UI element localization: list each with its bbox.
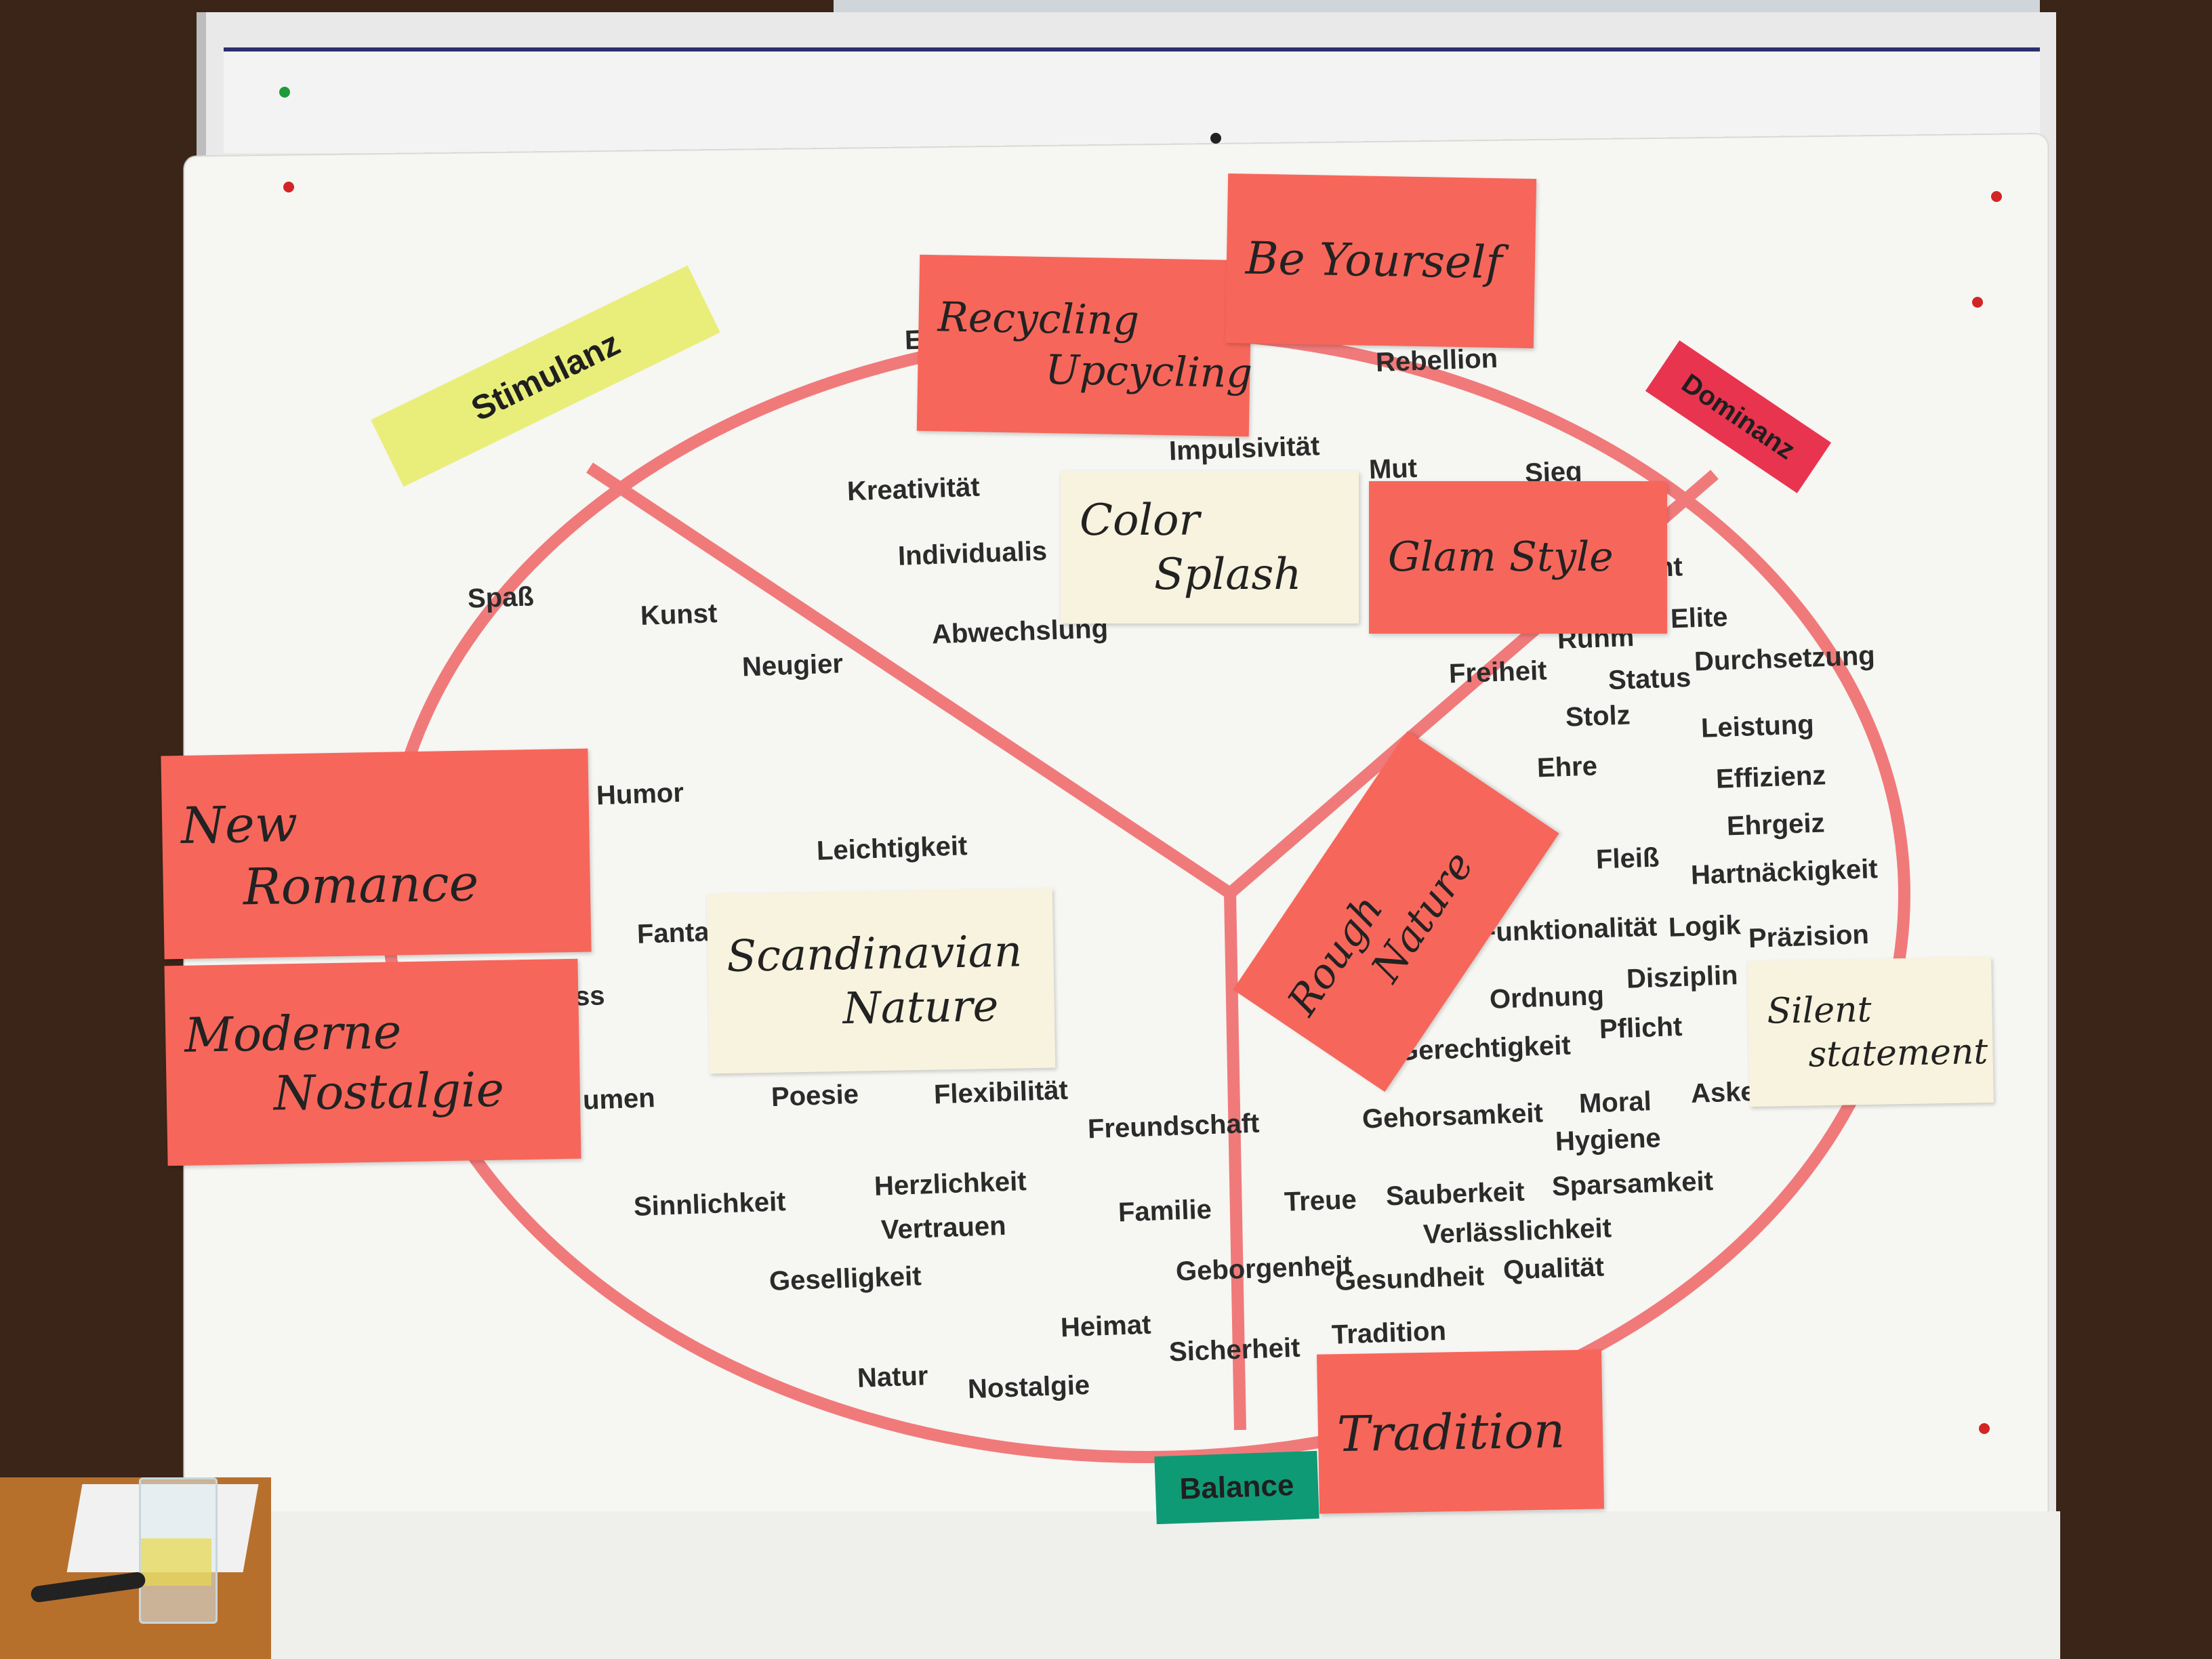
note-scandinavian-nature: Scandinavian Nature — [706, 888, 1056, 1074]
word: Freiheit — [1448, 655, 1548, 689]
word: Elite — [1670, 602, 1729, 634]
word: Flexibilität — [933, 1075, 1069, 1110]
word: Tradition — [1331, 1316, 1447, 1350]
word: umen — [582, 1083, 656, 1115]
divider-bottom — [1224, 893, 1246, 1431]
word: Kreativität — [846, 472, 981, 507]
word: Pflicht — [1599, 1011, 1683, 1045]
word: Vertrauen — [880, 1210, 1007, 1246]
word: Gerechtigkeit — [1397, 1030, 1572, 1067]
note-line: Be Yourself — [1245, 232, 1503, 289]
note-line: New — [180, 794, 298, 855]
word: Effizienz — [1715, 760, 1826, 794]
word: Nostalgie — [967, 1370, 1090, 1405]
word: Heimat — [1060, 1309, 1152, 1343]
note-line: Silent — [1766, 989, 1872, 1032]
flipchart-top-sheet — [224, 47, 2040, 153]
note-be-yourself: Be Yourself — [1225, 173, 1537, 348]
note-line: Moderne — [184, 1004, 402, 1063]
pin-green — [279, 87, 290, 98]
note-line: Nostalgie — [273, 1061, 505, 1122]
pin-red — [283, 182, 294, 192]
word: Natur — [857, 1361, 929, 1393]
word: Neugier — [741, 649, 844, 682]
note-color-splash: Color Splash — [1061, 471, 1359, 623]
word: Sparsamkeit — [1551, 1166, 1714, 1202]
word: Logik — [1668, 910, 1742, 943]
word: Geborgenheit — [1175, 1250, 1353, 1287]
word: Ordnung — [1489, 981, 1605, 1015]
word: Familie — [1118, 1194, 1212, 1228]
note-line: Scandinavian — [726, 926, 1023, 982]
pin-red — [1972, 297, 1983, 308]
word: Ehrgeiz — [1726, 808, 1826, 842]
word: Hartnäckigkeit — [1690, 854, 1879, 890]
word: Durchsetzung — [1694, 640, 1876, 677]
word: Fleiß — [1595, 842, 1660, 875]
word: Präzision — [1748, 919, 1870, 954]
note-line: Upcycling — [1044, 346, 1253, 398]
poster-sheet-lower — [217, 1511, 2060, 1659]
word: Disziplin — [1626, 960, 1739, 994]
word: Poesie — [771, 1079, 859, 1113]
note-line: statement — [1808, 1031, 1988, 1076]
word: Hygiene — [1555, 1123, 1662, 1157]
divider-left — [586, 462, 1233, 899]
word: Moral — [1578, 1086, 1652, 1119]
word: Funktionalität — [1479, 912, 1658, 948]
word: Qualität — [1502, 1252, 1605, 1286]
word: Leichtigkeit — [816, 831, 968, 866]
word: Treue — [1284, 1185, 1357, 1217]
word: Status — [1607, 662, 1692, 696]
note-recycling-upcycling: Recycling Upcycling — [916, 254, 1253, 437]
word: Rebellion — [1375, 343, 1498, 378]
word: Sicherheit — [1168, 1332, 1301, 1368]
glass-content — [141, 1538, 211, 1586]
note-line: Glam Style — [1388, 533, 1614, 581]
word: Kunst — [640, 598, 718, 631]
pin-red — [1979, 1423, 1990, 1434]
word: Gesundheit — [1334, 1261, 1485, 1296]
word: Herzlichkeit — [874, 1166, 1027, 1202]
note-line: Tradition — [1336, 1401, 1565, 1462]
word: Gehorsamkeit — [1361, 1098, 1544, 1134]
word: Individualis — [897, 536, 1048, 571]
word: Freundschaft — [1087, 1108, 1261, 1145]
note-line: Splash — [1154, 549, 1302, 600]
note-line: Nature — [842, 981, 999, 1034]
word: Spaß — [467, 581, 535, 614]
word: Leistung — [1700, 710, 1815, 743]
word: Geselligkeit — [769, 1261, 922, 1296]
pin-red — [1991, 191, 2002, 202]
word: Ehre — [1536, 751, 1598, 783]
word: Fanta — [636, 917, 710, 949]
note-new-romance: New Romance — [161, 748, 592, 960]
note-line: Recycling — [937, 293, 1140, 345]
label-balance: Balance — [1154, 1450, 1319, 1525]
word: Sinnlichkeit — [633, 1187, 787, 1222]
note-line: Color — [1080, 495, 1200, 546]
note-glam-style: Glam Style — [1369, 481, 1667, 634]
pin-black — [1210, 133, 1221, 144]
word: ss — [574, 981, 606, 1012]
note-tradition: Tradition — [1316, 1349, 1605, 1514]
word: Sauberkeit — [1385, 1176, 1525, 1212]
word: Humor — [596, 777, 684, 811]
note-silent-statement: Silent statement — [1747, 956, 1994, 1107]
note-moderne-nostalgie: Moderne Nostalgie — [164, 958, 581, 1166]
word: Stolz — [1565, 700, 1631, 733]
note-line: Romance — [243, 854, 479, 917]
